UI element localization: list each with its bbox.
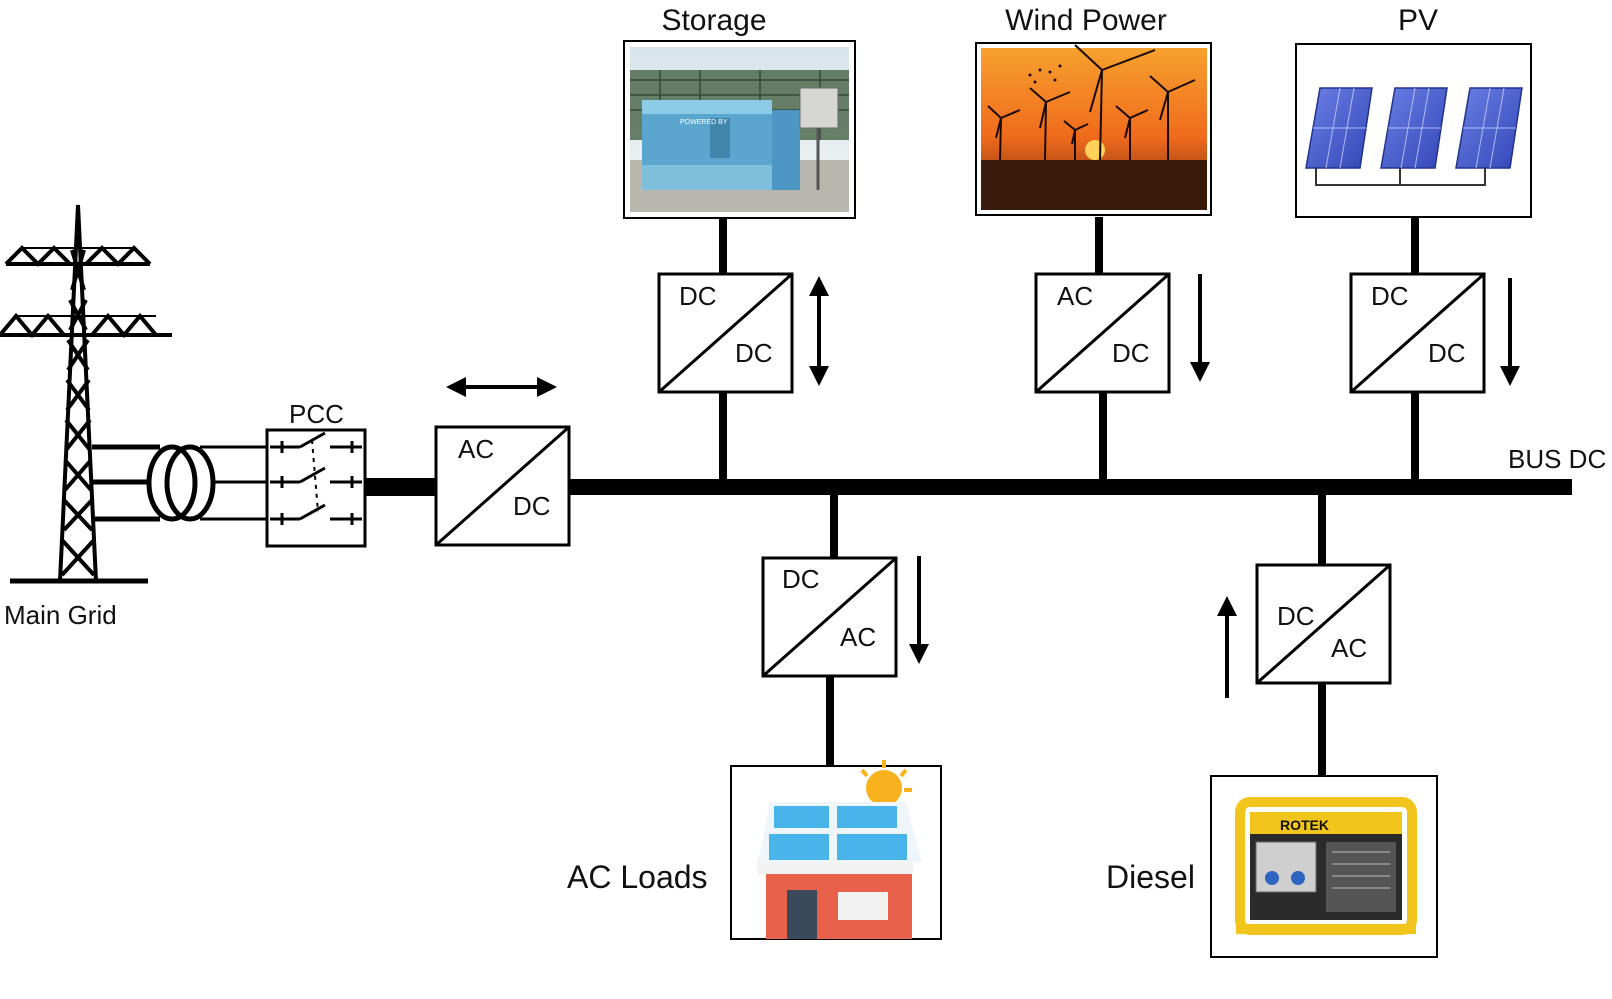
pcc-label: PCC <box>289 399 344 429</box>
pv-title: PV <box>1398 4 1438 37</box>
bus-dc-label: BUS DC <box>1508 444 1606 474</box>
storage-link-top <box>719 217 727 275</box>
solar-panel-icon <box>1305 87 1523 186</box>
converter-diesel-top: DC <box>1277 601 1315 631</box>
converter-storage-top: DC <box>679 281 717 311</box>
diesel-link-top <box>1318 493 1326 565</box>
converter-grid-top: AC <box>458 434 494 464</box>
house-icon <box>757 802 922 939</box>
storage-link-bottom <box>719 392 727 482</box>
transformer-icon <box>92 444 268 522</box>
main-grid-label: Main Grid <box>4 600 117 630</box>
generator-icon: ROTEK <box>1235 797 1417 935</box>
pv-link-bottom <box>1411 392 1419 482</box>
storage-image: POWERED BY <box>623 40 856 219</box>
wind-turbine-icon <box>987 44 1196 161</box>
storage-title: Storage <box>661 4 766 37</box>
converter-grid-bottom: DC <box>513 491 551 521</box>
converter-storage-bottom: DC <box>735 338 773 368</box>
wind-link-bottom <box>1099 392 1107 482</box>
converter-storage: DC DC <box>657 272 794 394</box>
converter-wind: AC DC <box>1034 272 1171 394</box>
loads-link-top <box>830 493 838 558</box>
converter-diesel-bottom: AC <box>1331 633 1367 663</box>
wind-power-image <box>975 42 1212 216</box>
grid-link <box>365 478 435 496</box>
transmission-tower-icon <box>0 204 172 584</box>
storage-sign-text: POWERED BY <box>680 119 728 126</box>
converter-pv-top: DC <box>1371 281 1409 311</box>
generator-brand: ROTEK <box>1280 817 1329 833</box>
loads-link-bottom <box>826 676 834 766</box>
converter-pv: DC DC <box>1349 272 1486 394</box>
converter-wind-top: AC <box>1057 281 1093 311</box>
diesel-label: Diesel <box>1106 859 1195 895</box>
dc-bus <box>548 479 1572 495</box>
wind-link-top <box>1095 217 1103 275</box>
converter-grid: AC DC <box>434 425 571 547</box>
ac-loads-label: AC Loads <box>567 859 708 895</box>
pv-link-top <box>1411 217 1419 275</box>
converter-wind-bottom: DC <box>1112 338 1150 368</box>
pv-image <box>1295 43 1532 218</box>
converter-loads-bottom: AC <box>840 622 876 652</box>
diesel-image: ROTEK <box>1210 775 1438 958</box>
wind-power-title: Wind Power <box>1005 4 1167 37</box>
diesel-link-bottom <box>1318 682 1326 777</box>
converter-loads-top: DC <box>782 564 820 594</box>
pcc-breaker <box>265 428 367 548</box>
converter-pv-bottom: DC <box>1428 338 1466 368</box>
converter-loads: DC AC <box>761 556 898 678</box>
ac-loads-image <box>730 760 942 940</box>
sun-icon <box>860 760 912 806</box>
converter-diesel: DC AC <box>1255 563 1392 685</box>
